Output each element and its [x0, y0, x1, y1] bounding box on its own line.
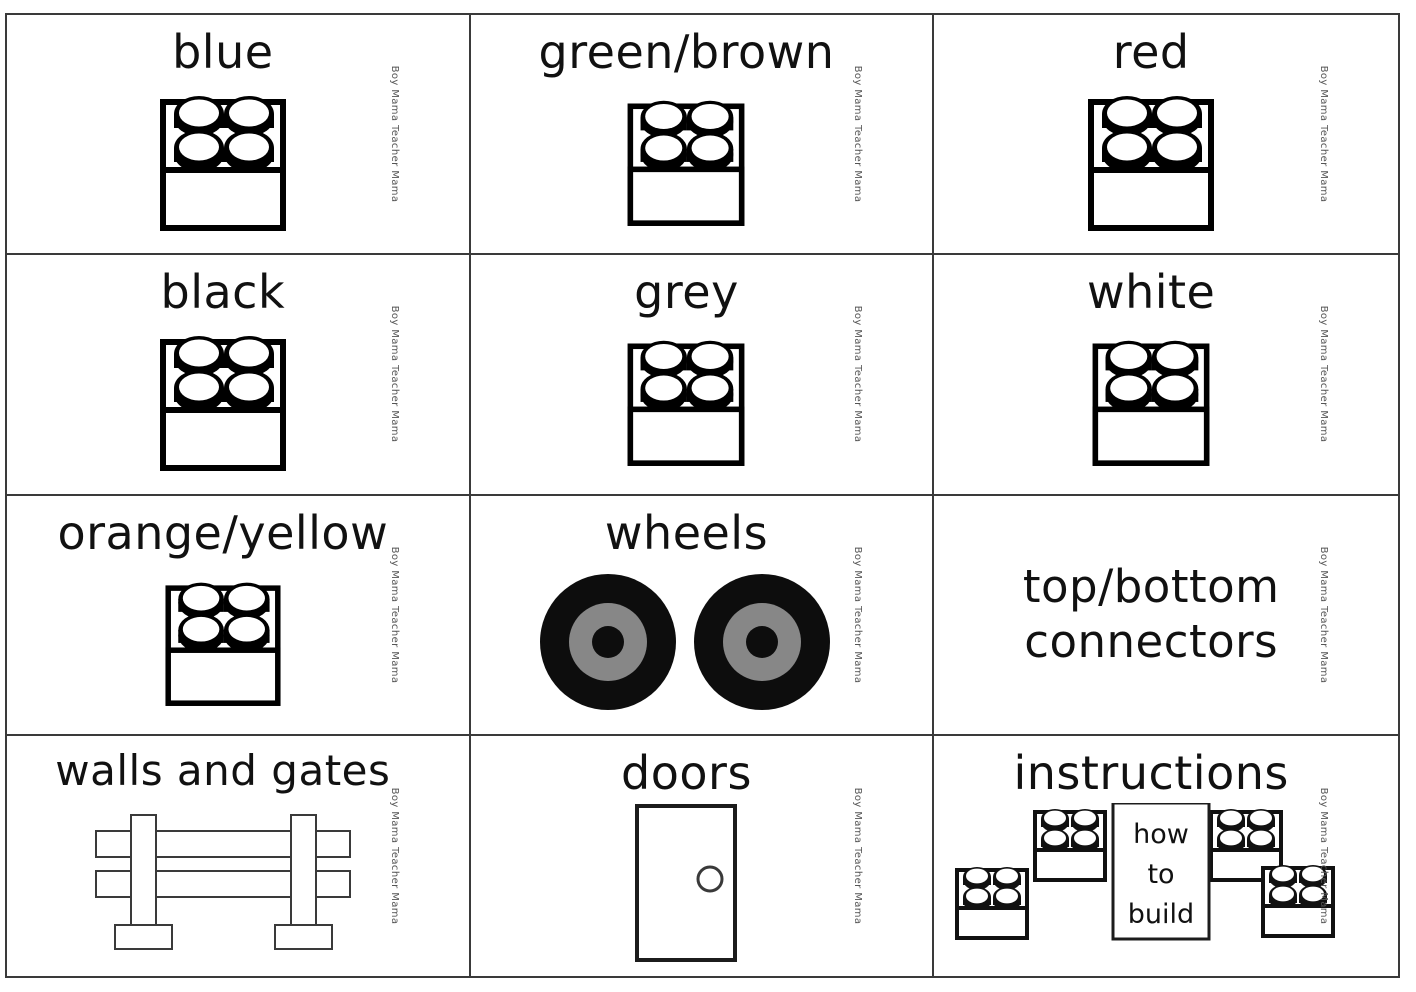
card-title: walls and gates [55, 745, 391, 795]
lego-brick-icon [471, 315, 903, 493]
mini-brick [955, 864, 1030, 940]
card-white[interactable]: white Boy Mama Teacher Mama [934, 255, 1398, 496]
card-title: instructions [1013, 745, 1289, 800]
card-instructions[interactable]: instructions [934, 736, 1398, 976]
card-title: red [1112, 25, 1190, 79]
door-icon [471, 796, 903, 976]
lego-brick-icon [471, 75, 903, 253]
card-title: black [160, 265, 286, 320]
fence-icon [7, 792, 439, 976]
card-title: orange/yellow [57, 505, 389, 560]
card-red[interactable]: red Boy Mama Teacher Mama [934, 15, 1398, 256]
mini-brick [1033, 806, 1108, 882]
card-title: green/brown [538, 25, 835, 79]
label-card-grid: blue [7, 15, 1398, 976]
wheels-icon [471, 556, 903, 734]
card-title: blue [172, 25, 274, 79]
card-walls-and-gates[interactable]: walls and gates [7, 735, 471, 976]
card-grey[interactable]: grey Boy Mama Teacher Mama [470, 255, 935, 496]
lego-brick-icon [7, 75, 439, 253]
card-wheels[interactable]: wheels [470, 495, 935, 736]
card-green-brown[interactable]: green/brown Boy Mama Teacher Mama [470, 15, 935, 256]
card-title: top/bottom connectors [1022, 559, 1280, 668]
lego-brick-icon [934, 75, 1368, 253]
lego-brick-icon [934, 315, 1368, 493]
card-title: doors [621, 745, 752, 800]
lego-brick-icon [7, 315, 439, 493]
sheet-line-3: build [1128, 899, 1194, 930]
card-top-bottom-connectors[interactable]: top/bottom connectors Boy Mama Teacher M… [934, 496, 1398, 736]
card-title: grey [634, 265, 739, 320]
sheet-line-1: how [1133, 819, 1189, 850]
instruction-sheet-icon: how to build [934, 796, 1368, 976]
wheel-right [694, 573, 831, 710]
wheel-left [540, 573, 677, 710]
card-blue[interactable]: blue [7, 15, 471, 256]
card-title: white [1086, 265, 1216, 320]
card-orange-yellow[interactable]: orange/yellow Boy Mama Teacher Mama [7, 495, 471, 736]
card-doors[interactable]: doors Boy Mama Teacher Mama [471, 735, 935, 976]
sheet-line-2: to [1148, 859, 1175, 890]
mini-brick [1261, 862, 1336, 938]
lego-brick-icon [7, 556, 439, 734]
printable-page: blue [5, 13, 1400, 978]
card-title: wheels [604, 505, 769, 560]
card-black[interactable]: black Boy Mama Teacher Mama [7, 255, 471, 496]
